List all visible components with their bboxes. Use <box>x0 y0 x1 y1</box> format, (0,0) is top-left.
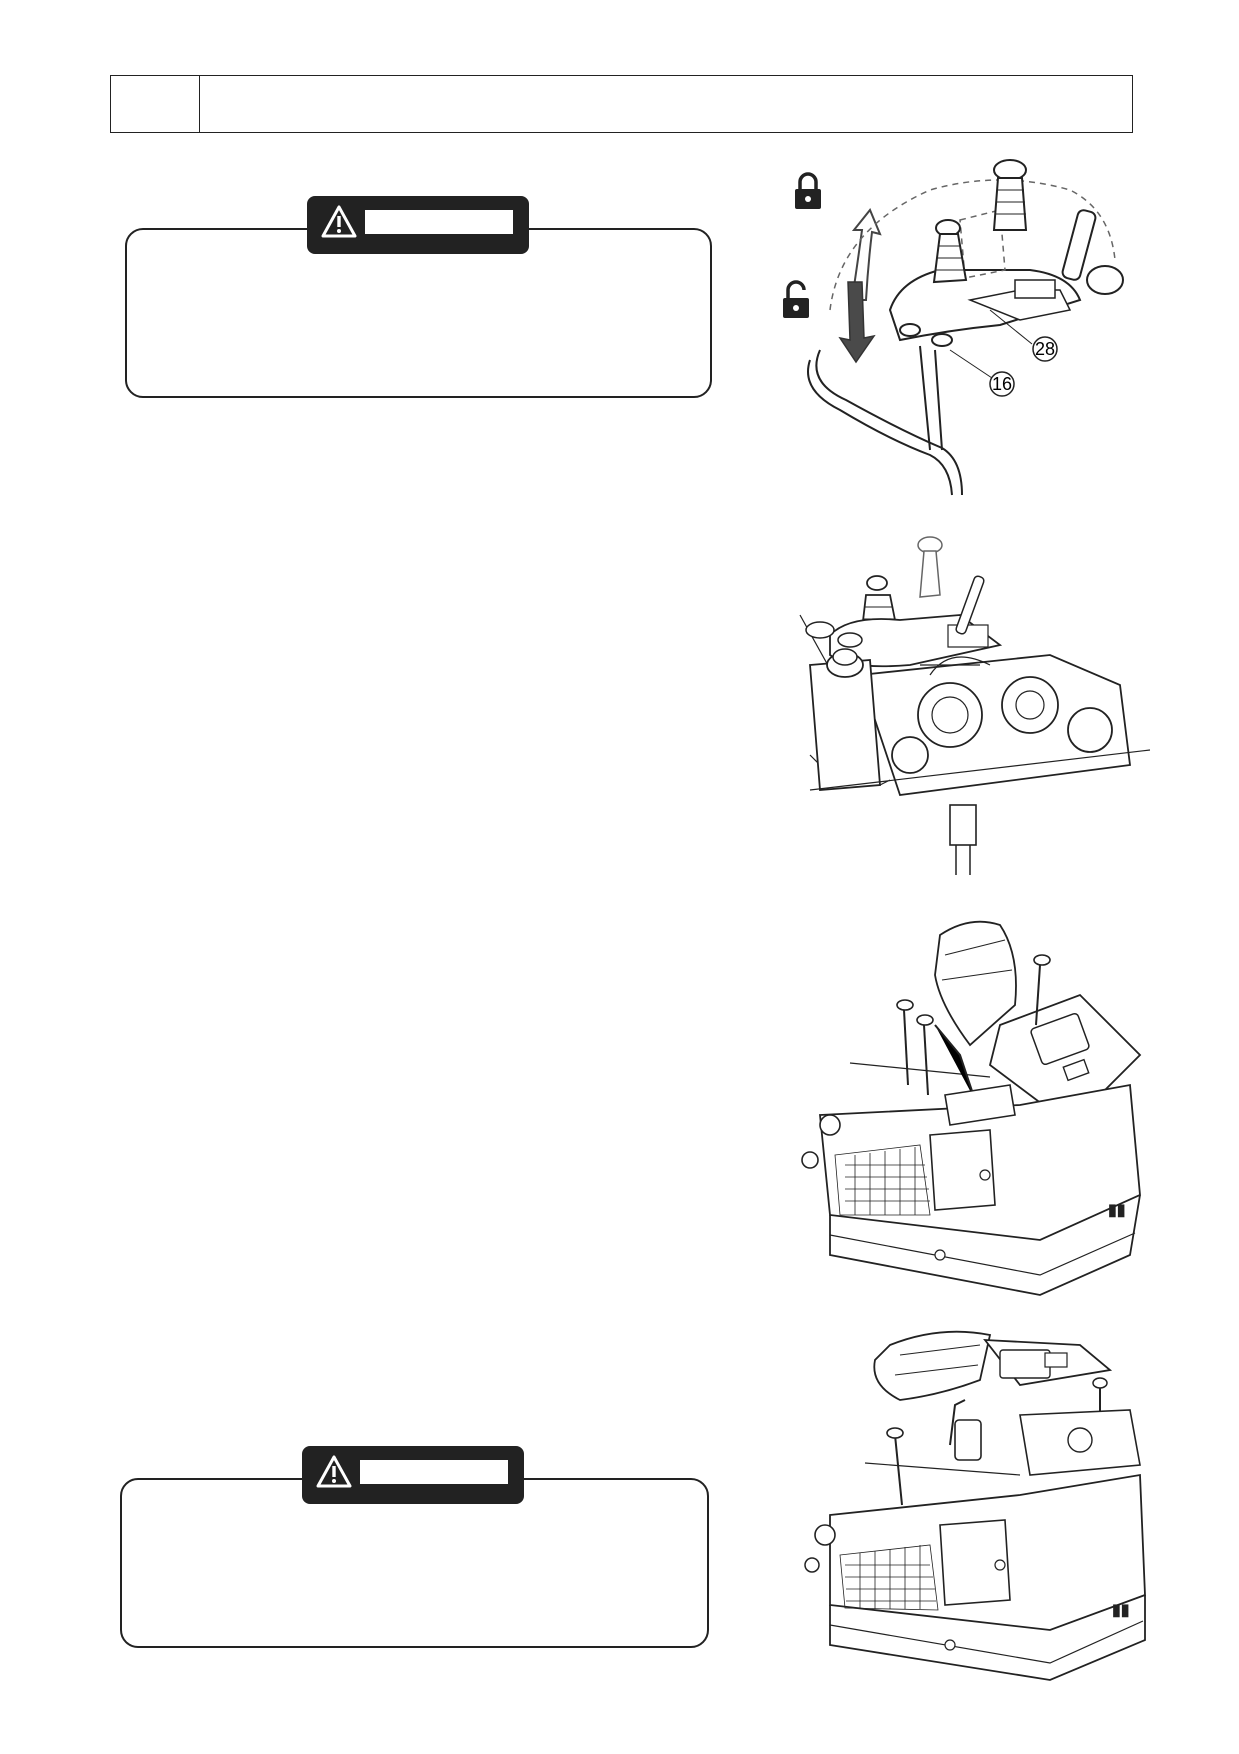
warning-box-top <box>125 228 712 398</box>
callout-28: 28 <box>1035 339 1055 359</box>
warning-box-bottom <box>120 1478 709 1648</box>
machine-logo: ▮▮ <box>1112 1602 1130 1619</box>
lock-closed-icon <box>795 172 821 209</box>
warning-triangle-icon <box>321 205 357 238</box>
figure-control-lever-lock: 28 16 <box>783 159 1124 496</box>
warning-tag-top <box>307 196 529 254</box>
section-header <box>110 75 1133 133</box>
figure-cover-open: ▮▮ <box>801 920 1142 1296</box>
callout-16: 16 <box>992 374 1012 394</box>
figure-cover-closed: ▮▮ <box>804 1330 1146 1681</box>
warning-signal-word-top <box>365 210 513 234</box>
figure-engine-compartment <box>799 536 1151 875</box>
header-divider <box>199 76 200 132</box>
warning-tag-bottom <box>302 1446 524 1504</box>
warning-signal-word-bottom <box>360 1460 508 1484</box>
machine-logo: ▮▮ <box>1108 1202 1126 1219</box>
warning-triangle-icon <box>316 1455 352 1488</box>
lock-open-icon <box>783 280 809 318</box>
